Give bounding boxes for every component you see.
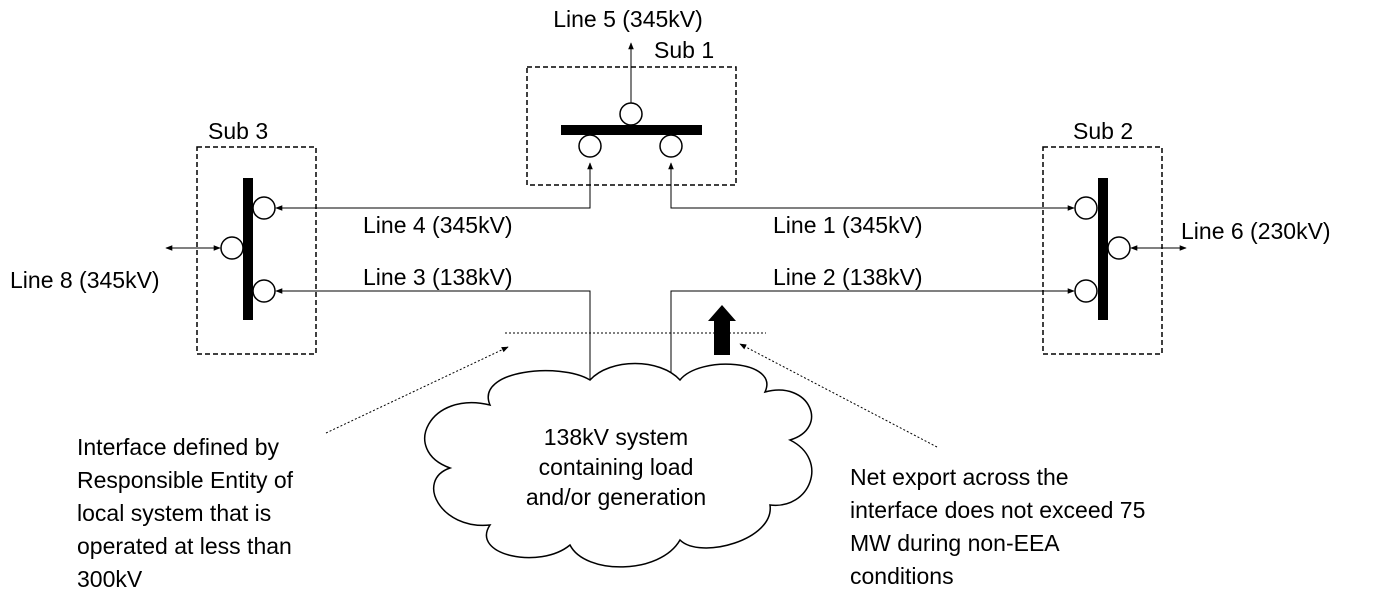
sub2-bus: [1098, 178, 1108, 320]
cloud-text: 138kV system containing load and/or gene…: [526, 424, 706, 510]
interface-note-line: Interface defined by: [77, 434, 280, 460]
sub1-bus: [561, 125, 702, 135]
system-cloud: [424, 362, 813, 568]
line5-label: Line 5 (345kV): [553, 6, 703, 32]
line1-label: Line 1 (345kV): [773, 212, 923, 238]
export-note-line: MW during non-EEA: [850, 530, 1060, 556]
sub2-box: [1042, 146, 1163, 355]
sub1-label: Sub 1: [654, 37, 714, 63]
breaker-sub3-line8: [220, 236, 244, 260]
line8-label: Line 8 (345kV): [10, 267, 160, 293]
cloud-text-line: 138kV system: [544, 424, 688, 450]
line3-label: Line 3 (138kV): [363, 264, 513, 290]
line3-conn: [275, 288, 593, 399]
interface-leader: [325, 346, 509, 434]
breaker-sub2-line1: [1074, 196, 1098, 220]
sub3-label: Sub 3: [208, 118, 268, 144]
cloud-text-line: and/or generation: [526, 484, 706, 510]
export-note-line: interface does not exceed 75: [850, 497, 1145, 523]
breaker-sub3-line3: [252, 279, 276, 303]
line2-conn: [668, 288, 1075, 399]
interface-note-line: Responsible Entity of: [77, 467, 294, 493]
interface-note: Interface defined by Responsible Entity …: [77, 434, 294, 592]
line6-label: Line 6 (230kV): [1181, 218, 1331, 244]
breaker-sub2-line2: [1074, 279, 1098, 303]
breaker-sub1-line4: [578, 134, 602, 158]
line1-conn: [668, 162, 1075, 211]
breaker-sub2-line6: [1107, 236, 1131, 260]
interface-note-line: 300kV: [77, 566, 143, 592]
line4-label: Line 4 (345kV): [363, 212, 513, 238]
line2-label: Line 2 (138kV): [773, 264, 923, 290]
breaker-sub1-line5: [619, 102, 643, 126]
sub2-label: Sub 2: [1073, 118, 1133, 144]
cloud-text-line: containing load: [539, 454, 694, 480]
export-note-line: conditions: [850, 563, 954, 589]
export-leader: [739, 343, 938, 448]
interface-note-line: operated at less than: [77, 533, 292, 559]
sub3-bus: [243, 178, 253, 320]
export-note: Net export across the interface does not…: [850, 464, 1145, 589]
breaker-sub3-line4: [252, 196, 276, 220]
line4-conn: [275, 162, 593, 211]
net-export-arrow-icon: [708, 305, 736, 355]
interface-note-line: local system that is: [77, 500, 271, 526]
export-note-line: Net export across the: [850, 464, 1069, 490]
sub3-box: [196, 146, 317, 355]
breaker-sub1-line1: [659, 134, 683, 158]
